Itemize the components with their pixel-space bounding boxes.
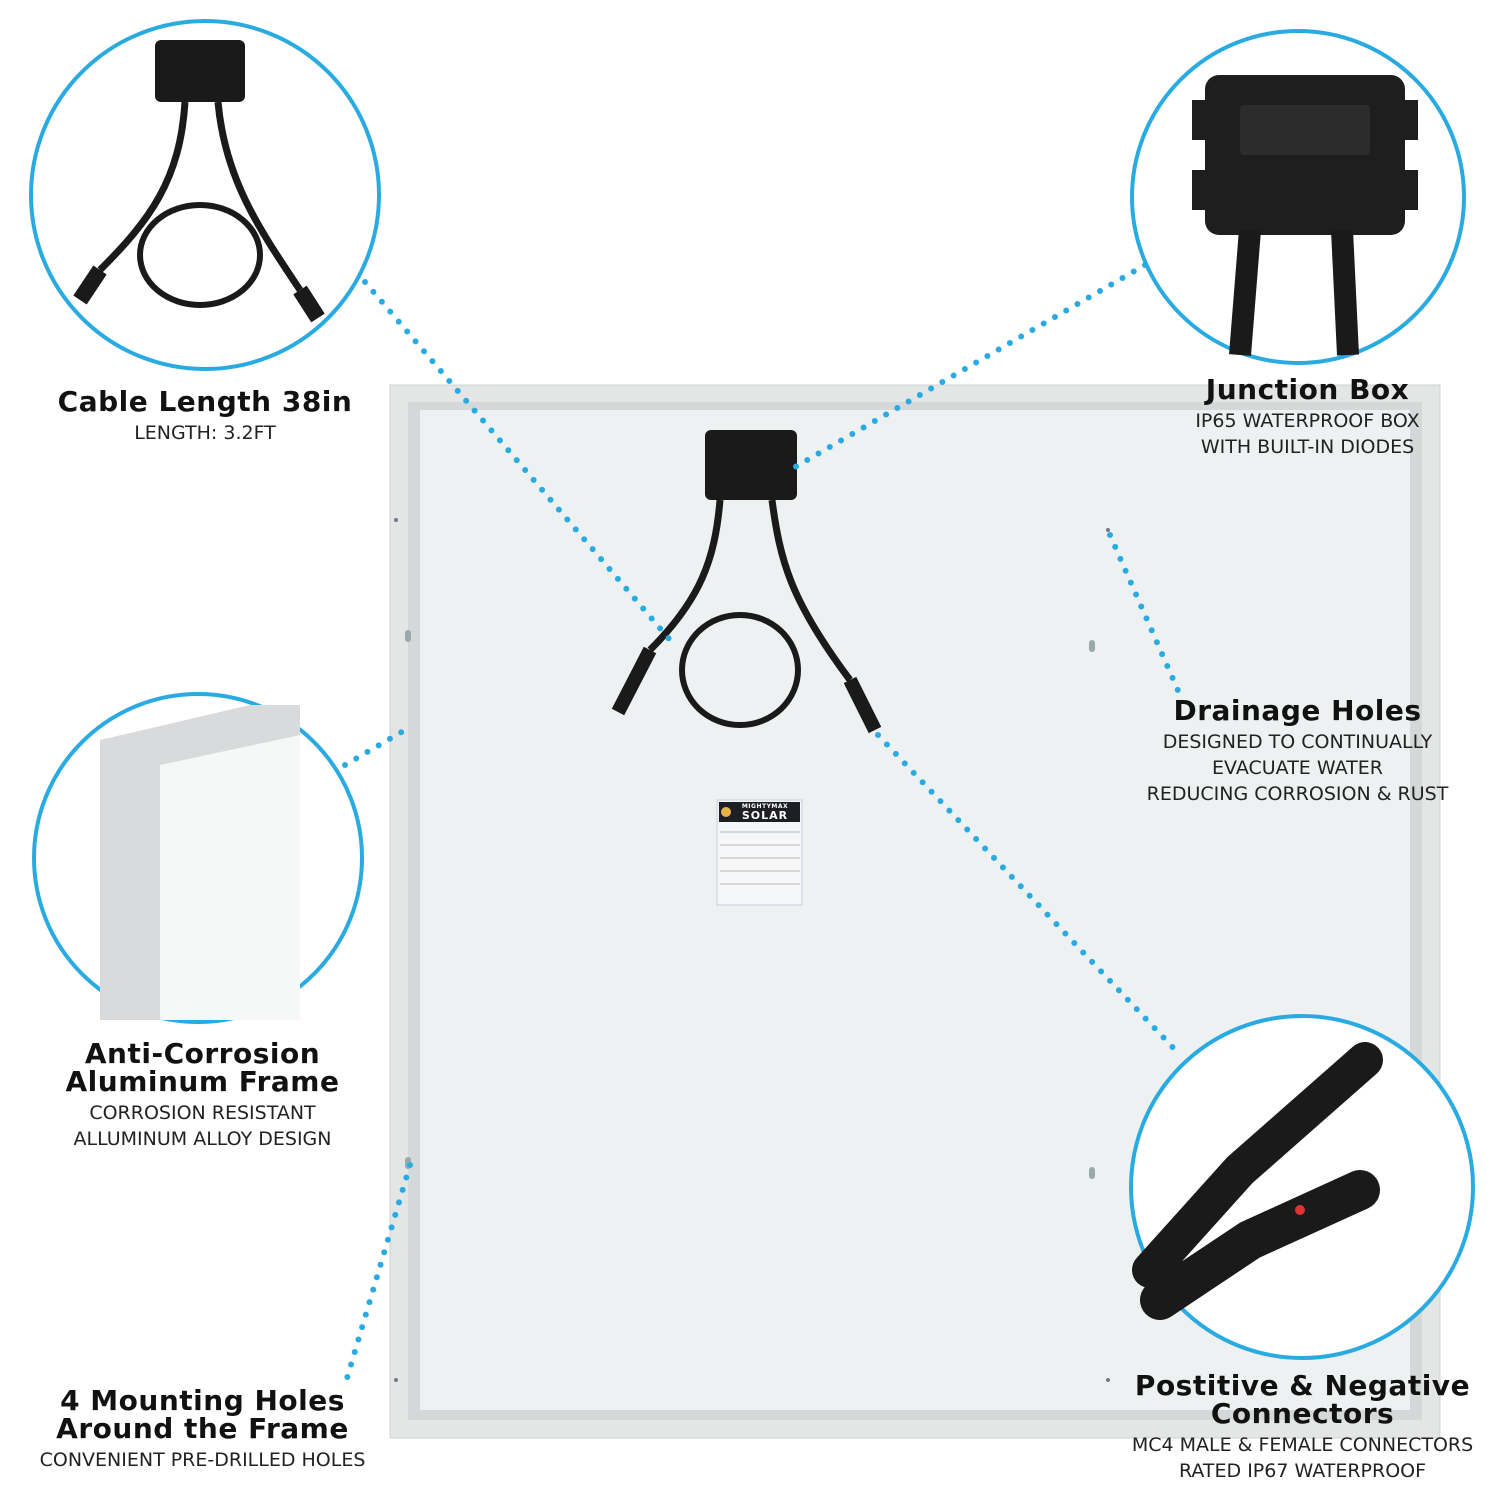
sticker-brand-top: MIGHTYMAX bbox=[741, 803, 789, 810]
feature-desc: REDUCING CORROSION & RUST bbox=[1146, 783, 1449, 805]
feature-title: Anti-Corrosion bbox=[84, 1037, 321, 1070]
junction-box-on-panel bbox=[611, 430, 882, 734]
feature-desc: EVACUATE WATER bbox=[1212, 757, 1383, 779]
spec-label-sticker bbox=[716, 799, 803, 906]
feature-junction-box: Junction Box IP65 WATERPROOF BOX WITH BU… bbox=[1130, 376, 1485, 460]
feature-cable-length: Cable Length 38in LENGTH: 3.2FT bbox=[30, 388, 380, 446]
feature-desc: DESIGNED TO CONTINUALLY bbox=[1162, 731, 1433, 753]
sun-logo-icon bbox=[721, 807, 731, 817]
junction-box-closeup-circle bbox=[1130, 29, 1466, 365]
feature-desc: CORROSION RESISTANT bbox=[89, 1102, 316, 1124]
sticker-brand-bottom: SOLAR bbox=[741, 809, 789, 822]
feature-mounting-holes: 4 Mounting Holes Around the Frame CONVEN… bbox=[10, 1387, 395, 1473]
feature-desc: LENGTH: 3.2FT bbox=[134, 422, 276, 444]
feature-desc: MC4 MALE & FEMALE CONNECTORS bbox=[1131, 1434, 1474, 1456]
feature-title: Cable Length 38in bbox=[57, 385, 353, 418]
connectors-closeup-circle bbox=[1129, 1014, 1475, 1360]
feature-title: Junction Box bbox=[1205, 373, 1410, 406]
drainage-holes bbox=[394, 518, 1110, 1382]
feature-desc: RATED IP67 WATERPROOF bbox=[1178, 1460, 1427, 1482]
feature-connectors: Postitive & Negative Connectors MC4 MALE… bbox=[1105, 1372, 1500, 1484]
feature-title: 4 Mounting Holes bbox=[60, 1384, 345, 1417]
leader-lines bbox=[342, 262, 1183, 1388]
feature-desc: CONVENIENT PRE-DRILLED HOLES bbox=[39, 1449, 366, 1471]
cable-closeup-circle bbox=[29, 19, 381, 371]
feature-desc: ALLUMINUM ALLOY DESIGN bbox=[73, 1128, 332, 1150]
feature-desc: IP65 WATERPROOF BOX bbox=[1195, 410, 1420, 432]
sticker-brand-logo: MIGHTYMAX SOLAR bbox=[731, 803, 799, 821]
feature-aluminum-frame: Anti-Corrosion Aluminum Frame CORROSION … bbox=[30, 1040, 375, 1152]
feature-title-line2: Around the Frame bbox=[56, 1412, 349, 1445]
feature-title: Drainage Holes bbox=[1173, 694, 1422, 727]
frame-closeup-circle bbox=[32, 692, 364, 1024]
feature-title-line2: Aluminum Frame bbox=[65, 1065, 340, 1098]
feature-title: Postitive & Negative bbox=[1134, 1369, 1471, 1402]
feature-title-line2: Connectors bbox=[1210, 1397, 1395, 1430]
feature-drainage-holes: Drainage Holes DESIGNED TO CONTINUALLY E… bbox=[1110, 697, 1485, 807]
feature-desc: WITH BUILT-IN DIODES bbox=[1200, 436, 1415, 458]
